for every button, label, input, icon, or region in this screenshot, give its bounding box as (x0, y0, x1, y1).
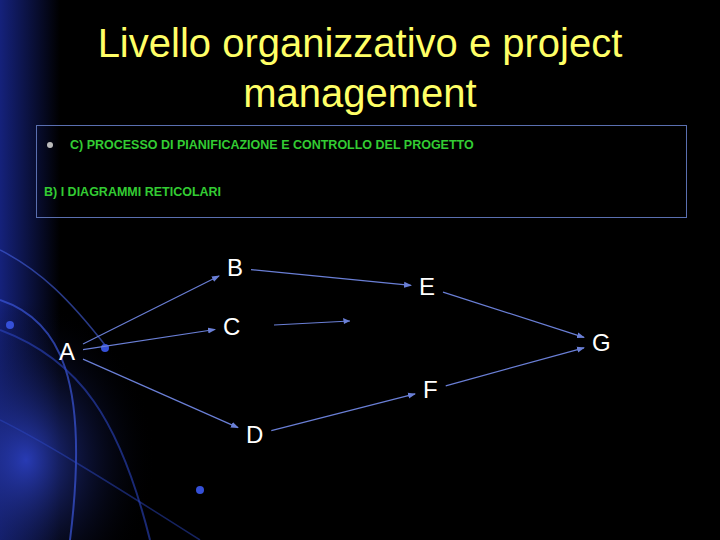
activity-letter: E (417, 273, 437, 301)
section-band: C) PROCESSO DI PIANIFICAZIONE E CONTROLL… (36, 125, 687, 218)
slide-title: Livello organizzativo e project manageme… (40, 18, 680, 118)
activity-letter: F (421, 376, 440, 404)
dependency-arrow (443, 292, 584, 337)
activity-letter: G (590, 329, 613, 357)
dependency-arrow (446, 348, 584, 386)
activity-node: D (244, 421, 265, 449)
dependency-arrow (251, 270, 411, 286)
activity-letter: D (244, 421, 265, 449)
activity-node: C (221, 313, 242, 341)
activity-node: F (421, 376, 440, 404)
dependency-arrow (271, 394, 415, 431)
activity-letter: C (221, 313, 242, 341)
activity-node: E (417, 273, 437, 301)
activity-letter: B (225, 254, 245, 282)
dependency-arrow (83, 276, 219, 344)
dependency-arrow (83, 330, 215, 350)
activity-letter: A (57, 338, 77, 366)
activity-node: B (225, 254, 245, 282)
section-heading: B) I DIAGRAMMI RETICOLARI (44, 185, 221, 199)
dependency-arrow (83, 359, 238, 428)
activity-node: A (57, 338, 77, 366)
activity-node: G (590, 329, 613, 357)
section-heading: C) PROCESSO DI PIANIFICAZIONE E CONTROLL… (70, 138, 474, 152)
